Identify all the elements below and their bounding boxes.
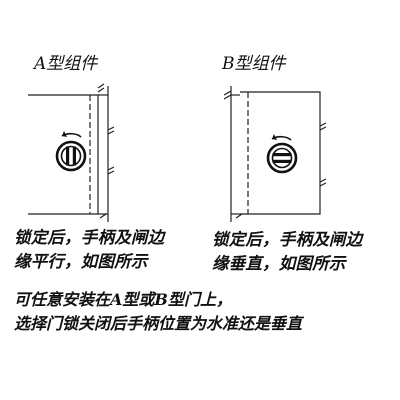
- assembly-a-caption-line1: 锁定后，手柄及闸边: [14, 228, 165, 247]
- assembly-b-lock-body: [240, 91, 321, 215]
- assembly-b-title: B型组件: [222, 54, 286, 74]
- assembly-a-knob-icon: [55, 131, 87, 172]
- footer-line2: 选择门锁关闭后手柄位置为水准还是垂直: [14, 314, 303, 333]
- assembly-b-caption-line1: 锁定后，手柄及闸边: [212, 230, 363, 249]
- assembly-b-caption-line2: 缘垂直，如图所示: [212, 254, 346, 273]
- assembly-a-title: A型组件: [34, 54, 98, 74]
- assembly-a-caption-line2: 缘平行，如图所示: [14, 252, 148, 271]
- assembly-a-lock-body: [28, 94, 99, 215]
- assembly-b-knob-icon: [266, 134, 298, 174]
- footer-line1: 可任意安装在A型或B型门上，: [14, 290, 232, 309]
